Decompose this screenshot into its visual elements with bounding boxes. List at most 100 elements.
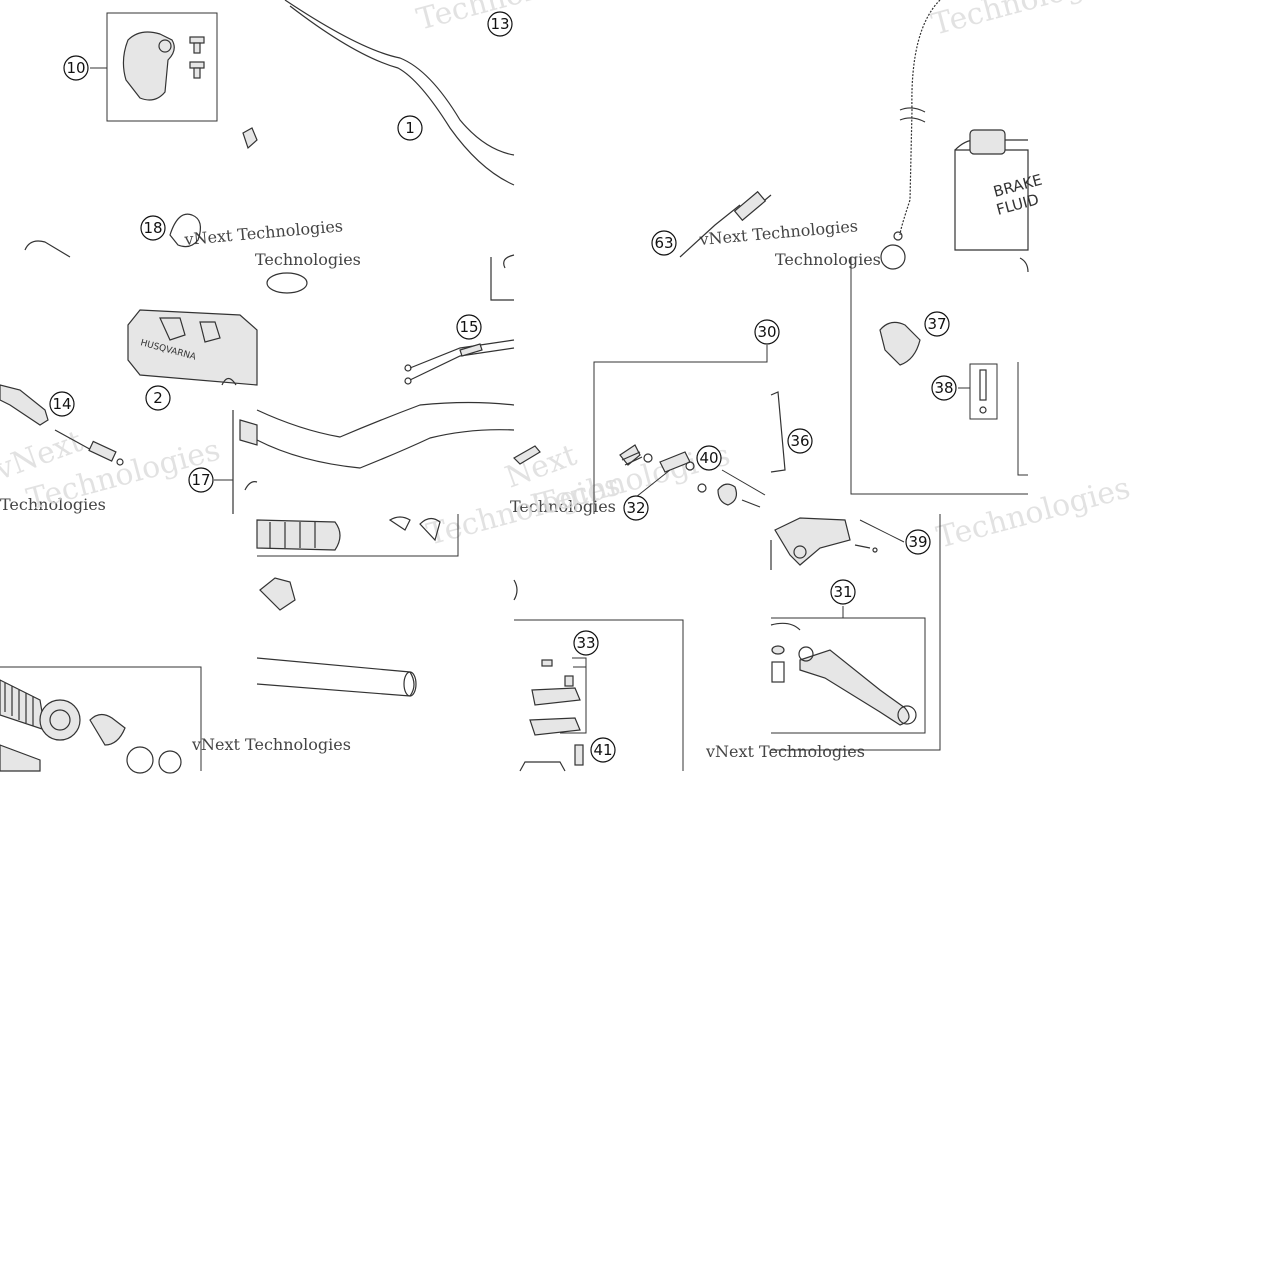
callout-circle — [63, 55, 89, 81]
callout-number: 30 — [757, 323, 776, 341]
callout-circle — [487, 11, 513, 37]
watermark-text: vNext Technologies — [705, 742, 865, 761]
callout-number: 15 — [459, 318, 478, 336]
grip-box — [0, 666, 202, 771]
callout-number: 39 — [908, 533, 927, 551]
callout-circle — [787, 428, 813, 454]
callout-31: 31 — [830, 579, 856, 605]
callout-36: 36 — [787, 428, 813, 454]
callout-number: 41 — [593, 741, 612, 759]
callout-number: 2 — [153, 389, 163, 407]
lever-adjuster-icon — [879, 321, 921, 366]
callout-circle — [924, 311, 950, 337]
cable-fragment-icon — [24, 240, 71, 258]
right-grip-group — [256, 516, 441, 551]
o-ring-small-icon — [266, 272, 308, 294]
watermark-text: Technologies — [775, 250, 881, 269]
clamp-icon — [259, 577, 296, 611]
callout-10: 10 — [63, 55, 89, 81]
throttle-housing-box — [106, 12, 218, 122]
pin-box-38 — [969, 363, 998, 420]
callout-circle — [830, 579, 856, 605]
watermark-text: Technologies — [0, 495, 106, 514]
callout-circle — [754, 319, 780, 345]
callout-number: 10 — [66, 59, 85, 77]
callout-circle — [188, 467, 214, 493]
watermark-text: Technologies — [255, 250, 361, 269]
callout-number: 32 — [626, 499, 645, 517]
callout-18: 18 — [140, 215, 166, 241]
clamp-fragment-icon — [242, 127, 258, 150]
handlebar-pad-group: HUSQVARNA — [127, 309, 258, 386]
callout-number: 14 — [52, 395, 71, 413]
callout-circle — [590, 737, 616, 763]
callout-2: 2 — [145, 385, 171, 411]
callout-number: 36 — [790, 432, 809, 450]
callout-number: 13 — [490, 15, 509, 33]
watermark-text: Technologies — [933, 471, 1134, 556]
callout-number: 63 — [654, 234, 673, 252]
callout-63: 63 — [651, 230, 677, 256]
lever-assembly-frame — [771, 514, 941, 751]
box-corner-fragment — [490, 257, 514, 301]
callout-14: 14 — [49, 391, 75, 417]
callout-number: 31 — [833, 583, 852, 601]
callout-circle — [573, 630, 599, 656]
brake-pad-group — [519, 657, 587, 772]
callout-38: 38 — [931, 375, 957, 401]
callout-41: 41 — [590, 737, 616, 763]
watermark-text: Technologies — [510, 497, 616, 516]
callout-number: 37 — [927, 315, 946, 333]
throttle-grip-end-group — [0, 384, 124, 466]
callout-circle — [140, 215, 166, 241]
handlebar-upper-icon — [284, 0, 515, 156]
brake-fluid-bottle: BRAKE FLUID — [954, 129, 1044, 251]
callout-33: 33 — [573, 630, 599, 656]
callout-circle — [651, 230, 677, 256]
brake-lever-icon — [799, 649, 910, 726]
callout-circle — [456, 314, 482, 340]
throttle-housing-group — [90, 12, 218, 122]
master-cylinder-box-30 — [593, 345, 768, 514]
callout-circle — [623, 495, 649, 521]
callout-circle — [49, 391, 75, 417]
callout-circle — [905, 529, 931, 555]
callout-number: 1 — [405, 119, 415, 137]
callout-40: 40 — [696, 445, 722, 471]
callout-circle — [397, 115, 423, 141]
callout-layer: 10 13 1 18 63 15 14 2 17 30 37 38 36 40 32 39 31 33 41 — [49, 11, 957, 763]
box-frame-right — [850, 257, 1028, 495]
master-cylinder-body — [774, 517, 851, 566]
callout-circle — [696, 445, 722, 471]
callout-number: 38 — [934, 379, 953, 397]
watermark-text: vNext Technologies — [191, 735, 351, 754]
handlebar-pad-icon — [127, 309, 258, 386]
handlebar-lower-icon — [256, 401, 515, 438]
callout-30: 30 — [754, 319, 780, 345]
box-fragment-36 — [770, 391, 786, 473]
pin-set-39 — [854, 519, 905, 553]
callout-circle — [145, 385, 171, 411]
callout-15: 15 — [456, 314, 482, 340]
watermark-text: vNext Technologies — [183, 216, 344, 249]
brake-lever-group — [770, 622, 917, 726]
piston-kit-group — [619, 444, 766, 508]
throttle-housing-icon — [122, 31, 175, 101]
left-grip-group — [0, 679, 182, 774]
grip-box-bottom — [257, 514, 459, 557]
callout-13: 13 — [487, 11, 513, 37]
callout-37: 37 — [924, 311, 950, 337]
brake-hose-group — [893, 0, 941, 241]
watermark-text: vNext Technologies — [698, 216, 859, 249]
callout-number: 18 — [143, 219, 162, 237]
callout-17: 17 — [188, 467, 214, 493]
callout-number: 40 — [699, 449, 718, 467]
handlebar-crossbar-icon — [256, 657, 415, 697]
callout-number: 17 — [191, 471, 210, 489]
callout-39: 39 — [905, 529, 931, 555]
o-ring-icon — [169, 213, 202, 248]
callout-circle — [931, 375, 957, 401]
bottle-cap-icon — [969, 129, 1006, 155]
